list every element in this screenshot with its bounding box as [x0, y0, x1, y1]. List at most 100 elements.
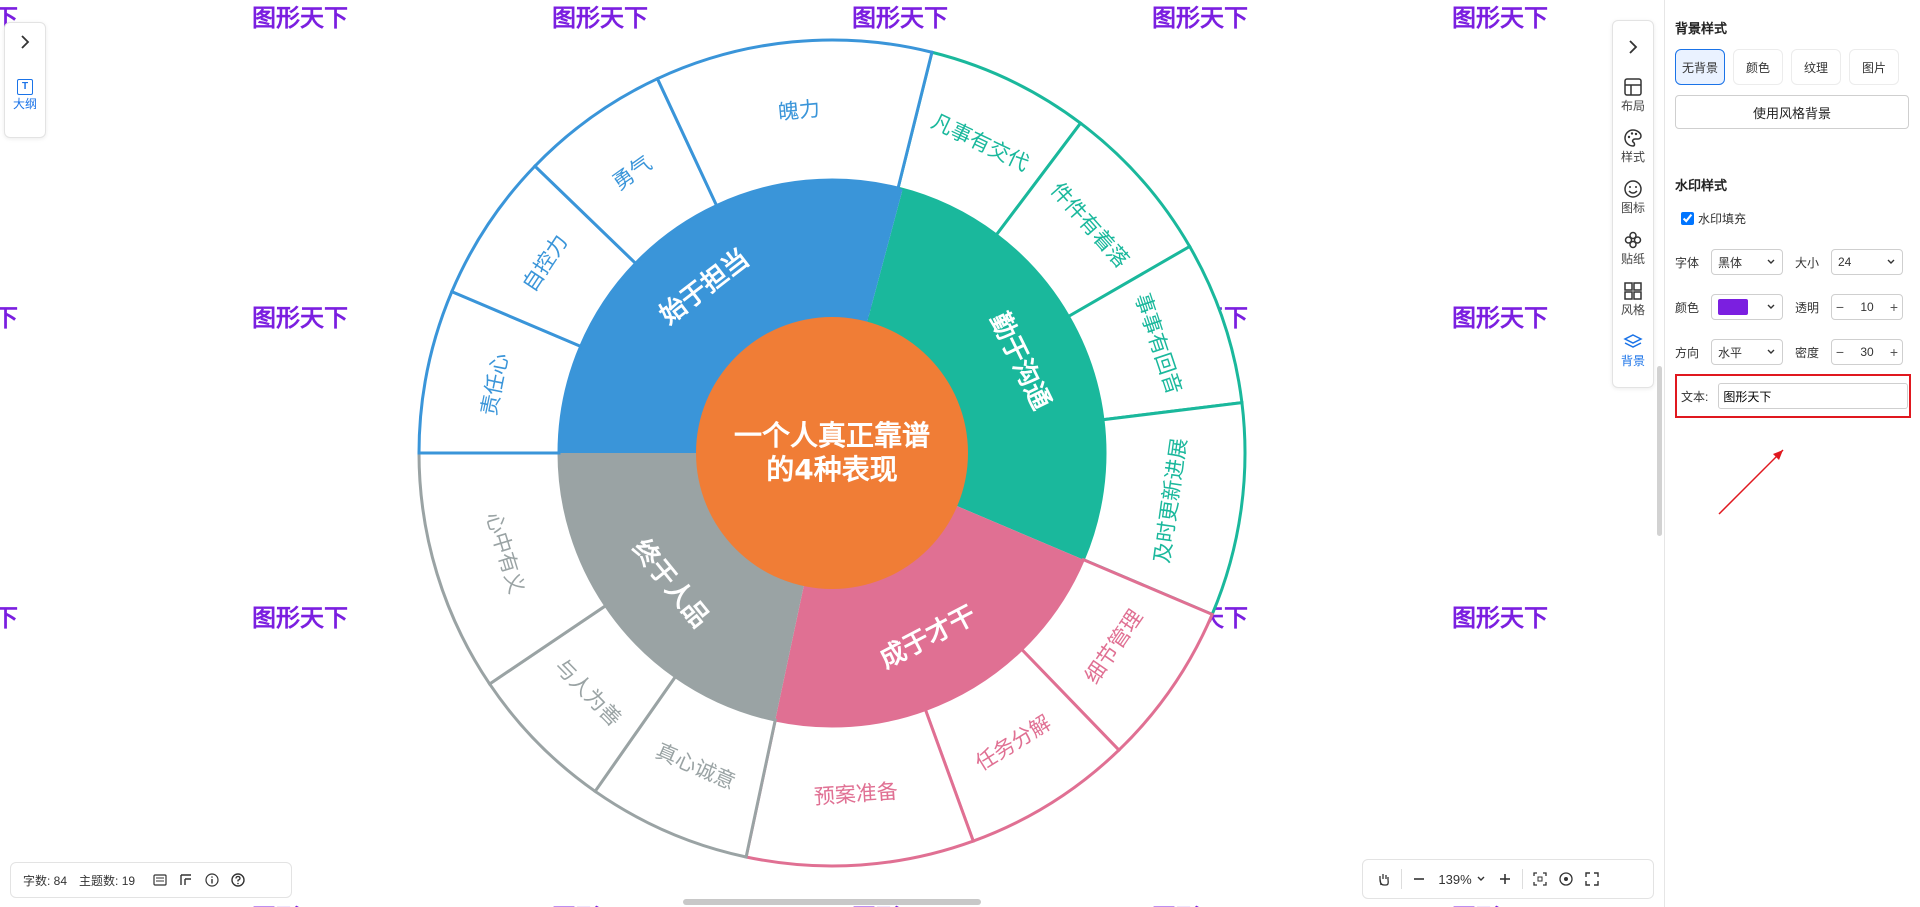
word-count: 字数: 84: [23, 873, 68, 888]
density-stepper: − 30 +: [1831, 339, 1903, 365]
status-bar: 字数: 84 主题数: 19: [10, 862, 292, 898]
bg-tab-texture[interactable]: 纹理: [1791, 49, 1841, 85]
flower-icon: [1624, 231, 1642, 249]
color-swatch: [1718, 299, 1748, 315]
watermark-text: 图形天下: [552, 4, 648, 32]
expand-outline-button[interactable]: [5, 23, 45, 61]
watermark-text: 图形天下: [852, 898, 948, 907]
branch-1[interactable]: [775, 505, 1084, 726]
toolbar-style-label: 样式: [1620, 150, 1645, 164]
leaf-label[interactable]: 预案准备: [813, 779, 898, 809]
outline-panel: T 大纲: [4, 22, 46, 138]
watermark-text: 图形天下: [552, 898, 648, 907]
horizontal-scrollbar[interactable]: [683, 899, 981, 905]
watermark-text: 图形天下: [1452, 304, 1548, 332]
fit-screen-icon: [1533, 872, 1547, 886]
toolbar-theme[interactable]: 风格: [1613, 277, 1653, 328]
zoom-level-select[interactable]: 139%: [1432, 872, 1492, 887]
bg-tab-none[interactable]: 无背景: [1675, 49, 1725, 85]
keyboard-icon[interactable]: [153, 874, 167, 886]
leaf-cell[interactable]: [655, 38, 934, 208]
color-label: 颜色: [1675, 300, 1700, 315]
toolbar-icon-label: 图标: [1620, 201, 1645, 215]
toolbar-background-label: 背景: [1620, 354, 1645, 368]
density-decrement[interactable]: −: [1835, 344, 1845, 360]
palette-icon: [1624, 129, 1642, 147]
watermark-text: 图形天下: [0, 898, 18, 907]
info-icon[interactable]: [205, 873, 219, 887]
toolbar-theme-label: 风格: [1620, 303, 1645, 317]
size-select[interactable]: 24: [1831, 249, 1903, 275]
toolbar-layout[interactable]: 布局: [1613, 73, 1653, 124]
watermark-fill-checkbox[interactable]: [1681, 211, 1694, 225]
annotation-arrow: [1718, 449, 1784, 515]
opacity-value[interactable]: 10: [1860, 300, 1874, 314]
center-topic[interactable]: [696, 317, 968, 589]
divider: [1522, 869, 1523, 889]
toolbar-style[interactable]: 样式: [1613, 124, 1653, 175]
collapse-panel-button[interactable]: [1613, 21, 1653, 73]
plus-icon: [1500, 874, 1510, 884]
toolbar-icon[interactable]: 图标: [1613, 175, 1653, 226]
mindmap-wheel[interactable]: 勤于沟通凡事有交代件件有着落事事有回音及时更新进展成于才干细节管理任务分解预案准…: [0, 0, 1664, 907]
density-label: 密度: [1795, 345, 1820, 360]
opacity-label: 透明: [1795, 300, 1820, 315]
toolbar-sticker[interactable]: 贴纸: [1613, 226, 1653, 277]
vertical-scrollbar[interactable]: [1657, 366, 1662, 536]
settings-panel: 背景样式 无背景 颜色 纹理 图片 使用风格背景 水印样式 水印填充 字体 黑体…: [1664, 0, 1920, 907]
chevron-down-icon: [1767, 349, 1775, 354]
center-topic-label: 一个人真正靠谱: [734, 419, 930, 452]
background-tabs: 无背景 颜色 纹理 图片: [1675, 49, 1920, 85]
opacity-decrement[interactable]: −: [1835, 299, 1845, 315]
hand-tool-button[interactable]: [1371, 866, 1397, 892]
grid-icon: [1624, 282, 1642, 300]
branch-0[interactable]: [866, 189, 1105, 560]
density-value[interactable]: 30: [1860, 345, 1874, 359]
mindmap-canvas[interactable]: 图形天下图形天下图形天下图形天下图形天下图形天下图形天下图形天下图形天下图形天下…: [0, 0, 1664, 907]
color-picker[interactable]: [1711, 294, 1783, 320]
use-style-background-button[interactable]: 使用风格背景: [1675, 95, 1909, 129]
fullscreen-button[interactable]: [1579, 866, 1605, 892]
divider: [1401, 869, 1402, 889]
watermark-text: 图形天下: [252, 604, 348, 632]
chevron-down-icon: [1767, 304, 1775, 309]
smiley-icon: [1624, 180, 1642, 198]
direction-select[interactable]: 水平: [1711, 339, 1783, 365]
opacity-increment[interactable]: +: [1889, 299, 1899, 315]
fullscreen-icon: [1585, 872, 1599, 886]
hand-icon: [1379, 874, 1389, 886]
watermark-fill-row: 水印填充: [1675, 204, 1920, 232]
outline-button[interactable]: T 大纲: [5, 79, 45, 112]
chevron-right-icon: [21, 35, 30, 49]
locate-center-button[interactable]: [1553, 866, 1579, 892]
bg-tab-image[interactable]: 图片: [1849, 49, 1899, 85]
color-opacity-row: 颜色 透明 − 10 +: [1675, 293, 1920, 321]
background-style-title: 背景样式: [1675, 21, 1728, 36]
watermark-fill-label: 水印填充: [1698, 211, 1747, 226]
font-select[interactable]: 黑体: [1711, 249, 1783, 275]
watermark-text-row: 文本:: [1675, 374, 1911, 418]
topic-count: 主题数: 19: [79, 873, 136, 888]
chevron-down-icon: [1767, 259, 1775, 264]
font-size-row: 字体 黑体 大小 24: [1675, 248, 1920, 276]
zoom-out-button[interactable]: [1406, 866, 1432, 892]
watermark-text-input[interactable]: [1718, 383, 1909, 409]
font-label: 字体: [1675, 255, 1700, 270]
fit-screen-button[interactable]: [1527, 866, 1553, 892]
minus-icon: [1414, 878, 1424, 880]
chevron-down-icon: [1887, 259, 1895, 264]
density-increment[interactable]: +: [1889, 344, 1899, 360]
branch-3[interactable]: [559, 180, 903, 454]
structure-icon[interactable]: [179, 873, 193, 887]
zoom-level: 139%: [1438, 871, 1472, 887]
help-icon[interactable]: [231, 873, 245, 887]
bg-tab-color[interactable]: 颜色: [1733, 49, 1783, 85]
branch-2[interactable]: [559, 453, 805, 721]
zoom-in-button[interactable]: [1492, 866, 1518, 892]
watermark-text: 图形天下: [1452, 898, 1548, 907]
toolbar-background[interactable]: 背景: [1613, 328, 1653, 379]
right-toolbar: 布局 样式 图标 贴纸 风格 背景: [1612, 20, 1654, 388]
leaf-label[interactable]: 魄力: [777, 97, 821, 125]
zoom-bar: 139%: [1362, 859, 1654, 899]
watermark-text: 图形天下: [252, 4, 348, 32]
